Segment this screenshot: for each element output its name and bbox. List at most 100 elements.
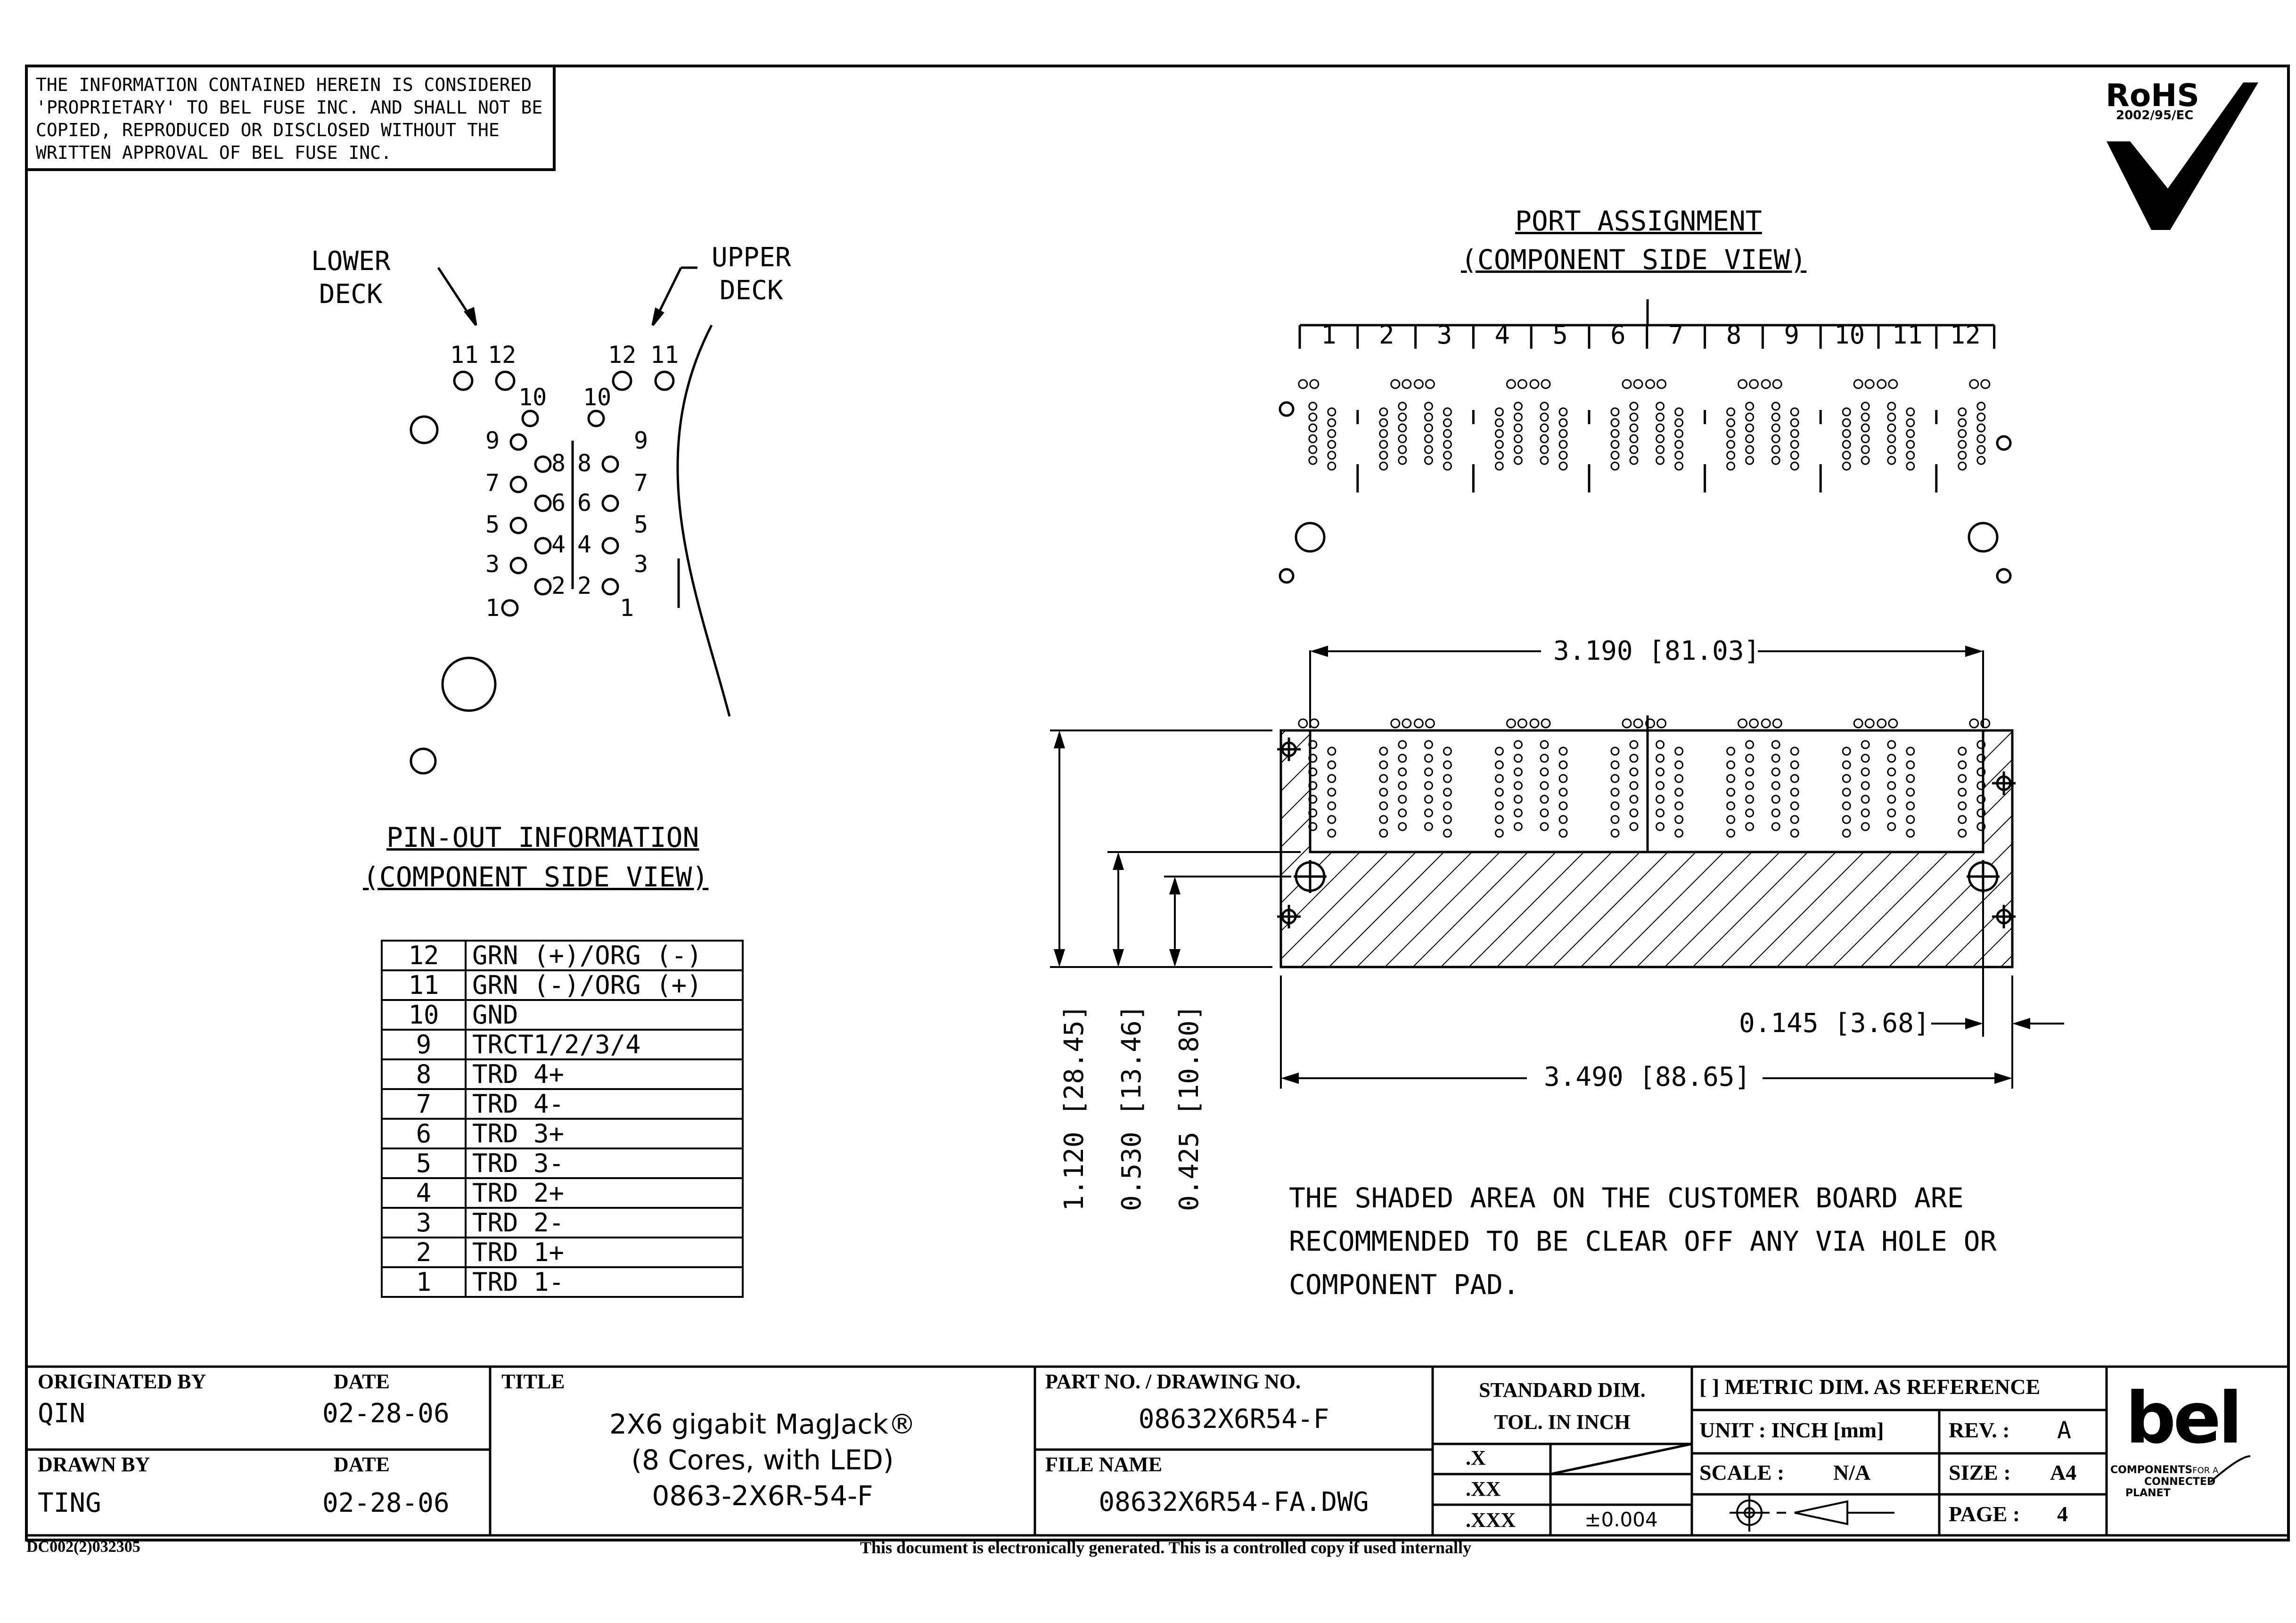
pin-label-12-lower: 12 — [488, 341, 517, 369]
pin-hole — [1443, 774, 1452, 783]
pin-hole — [1888, 379, 1898, 389]
pin-hole — [1745, 795, 1755, 804]
pin-hole — [1761, 718, 1771, 729]
rohs-directive: 2002/95/EC — [2116, 108, 2194, 123]
pin-hole — [1413, 718, 1424, 729]
pin-hole — [1861, 423, 1870, 433]
pin-number: 4 — [381, 1177, 467, 1209]
proprietary-line: 'PROPRIETARY' TO BEL FUSE INC. AND SHALL… — [36, 97, 543, 118]
pin-hole — [1629, 767, 1639, 777]
pin-hole — [1633, 379, 1643, 389]
pin-hole — [1656, 754, 1665, 763]
pin-hole — [1308, 456, 1318, 465]
upper-deck-label: UPPER DECK — [712, 241, 791, 307]
drawing-title: 2X6 gigabit MagJack® (8 Cores, with LED)… — [490, 1406, 1035, 1514]
rohs-check-icon — [2107, 82, 2258, 230]
pin-hole — [1771, 822, 1780, 831]
pin-hole — [1513, 767, 1523, 777]
pin-hole — [1629, 754, 1639, 763]
pin-hole — [1861, 808, 1870, 818]
pin-hole — [1558, 774, 1568, 783]
pin-hole — [1327, 461, 1337, 471]
pin-hole — [1906, 407, 1915, 417]
pin-hole — [1976, 434, 1986, 443]
pin-hole — [1726, 461, 1736, 471]
pin-hole — [1379, 440, 1388, 449]
pin-hole — [1877, 718, 1887, 729]
pin-hole — [1958, 429, 1967, 438]
pin-hole — [1861, 781, 1870, 790]
pin-label-8-lower: 8 — [551, 450, 566, 477]
lower-deck-line: DECK — [319, 279, 383, 310]
pin-hole — [1610, 407, 1620, 417]
pin-hole — [1541, 379, 1551, 389]
pin-label-2-lower: 2 — [551, 572, 566, 599]
dim-width-pitch: 3.190 [81.03] — [1553, 636, 1760, 666]
pin-hole — [1906, 774, 1915, 783]
pin-hole — [1861, 754, 1870, 763]
pin-hole — [1540, 740, 1549, 749]
pin-hole — [1656, 808, 1665, 818]
port-number: 2 — [1378, 320, 1394, 350]
originated-by-label: ORIGINATED BY — [38, 1370, 206, 1393]
pin-hole — [1540, 423, 1549, 433]
pin-hole — [1887, 795, 1896, 804]
pin-hole — [1958, 760, 1967, 770]
proprietary-line: COPIED, REPRODUCED OR DISCLOSED WITHOUT … — [36, 120, 500, 140]
pin-hole — [1771, 781, 1780, 790]
pin-hole — [1379, 451, 1388, 460]
pin-hole — [1327, 746, 1337, 756]
pin-hole — [1887, 445, 1896, 454]
pin-hole — [1842, 774, 1851, 783]
pin-hole — [1726, 451, 1736, 460]
pin-hole — [1842, 451, 1851, 460]
pin-hole — [1424, 767, 1433, 777]
proprietary-box — [25, 65, 556, 171]
pin-hole — [1790, 451, 1799, 460]
port-number: 8 — [1726, 320, 1742, 350]
pin-hole — [1906, 801, 1915, 811]
pin-hole — [1656, 402, 1665, 411]
pin-hole — [1308, 781, 1318, 790]
pin-hole — [1379, 787, 1388, 797]
pin-hole — [1398, 767, 1407, 777]
pin-hole — [1906, 429, 1915, 438]
pin-hole — [1558, 815, 1568, 824]
pin-hole — [1906, 828, 1915, 838]
pin-hole — [1790, 815, 1799, 824]
pin-hole — [1887, 740, 1896, 749]
pin-number: 8 — [381, 1058, 467, 1090]
pin-hole — [1958, 801, 1967, 811]
pin-hole — [1976, 412, 1986, 422]
pin-hole — [1656, 795, 1665, 804]
pin-hole — [1540, 767, 1549, 777]
pin-hole — [1790, 418, 1799, 427]
upper-deck-line: DECK — [719, 275, 783, 306]
pin-hole — [1745, 767, 1755, 777]
pin-hole — [1513, 781, 1523, 790]
pin-hole — [1529, 379, 1540, 389]
pin-label-3-lower: 3 — [485, 550, 500, 578]
pin-hole — [1726, 440, 1736, 449]
page-label: PAGE : — [1949, 1502, 2020, 1526]
pin-hole — [1842, 407, 1851, 417]
pin-hole — [1308, 412, 1318, 422]
pin-hole — [1610, 828, 1620, 838]
pin-hole — [1887, 808, 1896, 818]
pin-hole — [1771, 767, 1780, 777]
pin-hole — [1674, 461, 1684, 471]
pin-hole — [1558, 746, 1568, 756]
pin-hole — [1842, 429, 1851, 438]
pin-hole — [1674, 418, 1684, 427]
pin-hole — [1308, 808, 1318, 818]
pin-hole — [1424, 754, 1433, 763]
bel-logo: bel — [2125, 1377, 2243, 1459]
pin-hole — [1309, 379, 1320, 389]
pin-hole — [1771, 402, 1780, 411]
port-number: 4 — [1494, 320, 1510, 350]
port-number: 5 — [1552, 320, 1568, 350]
